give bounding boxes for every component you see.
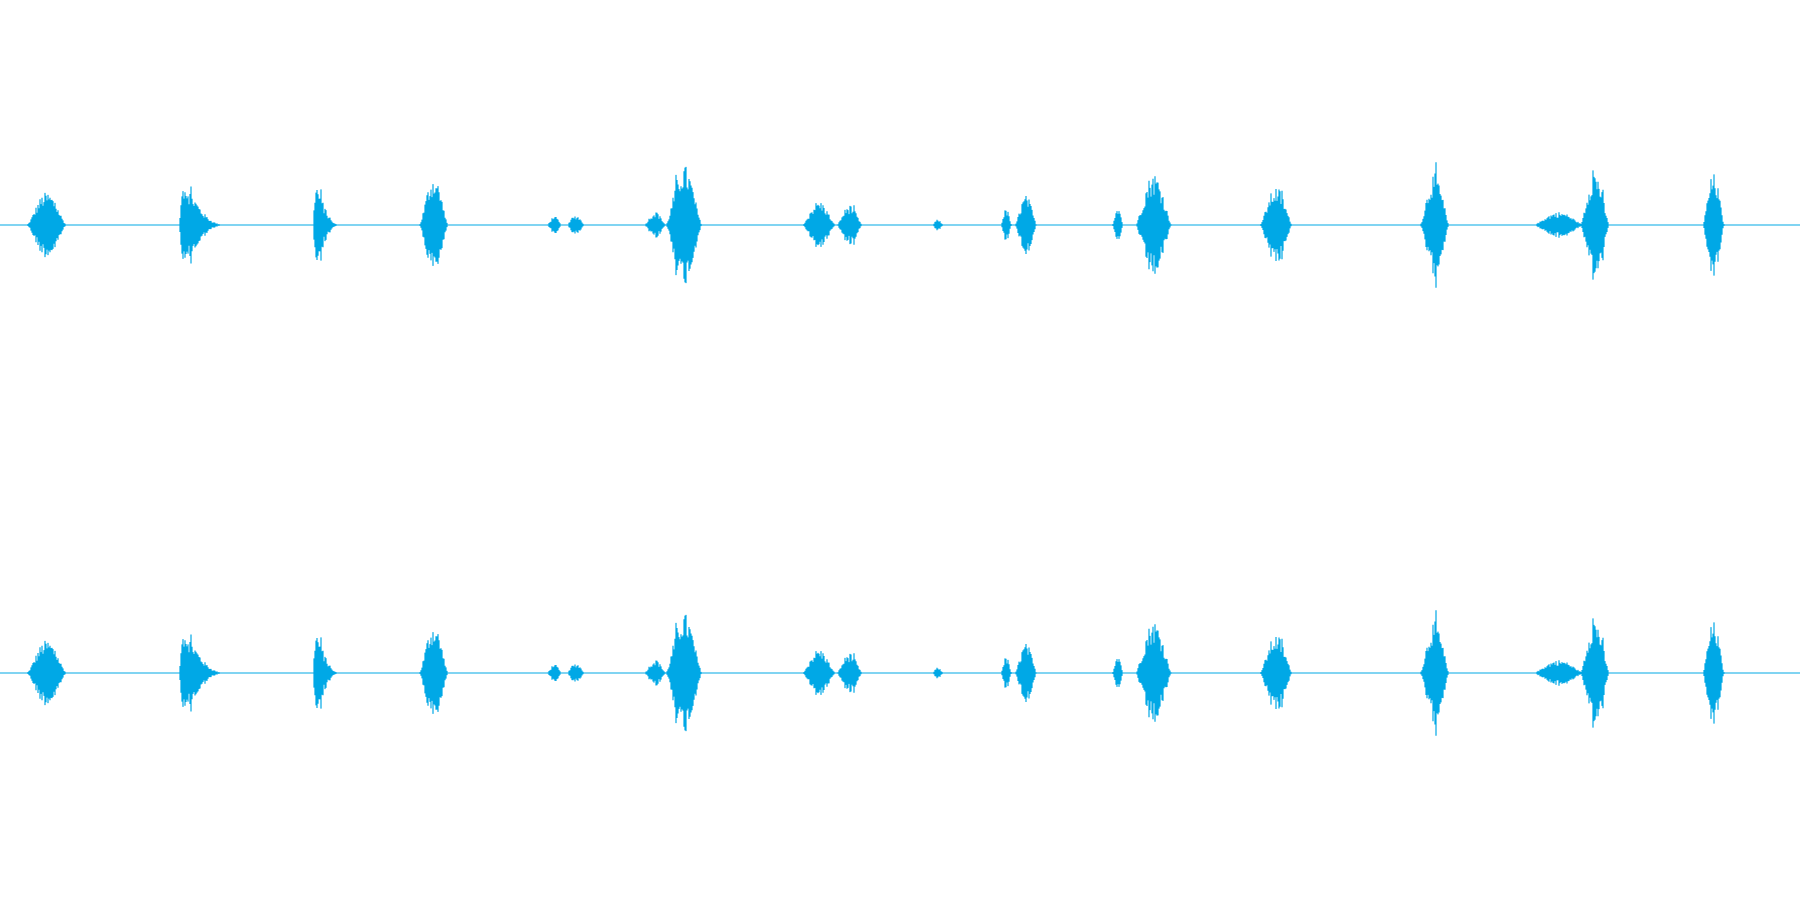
waveform-burst-path	[27, 192, 66, 258]
waveform-channel-right	[0, 610, 1800, 736]
waveform-burst	[1001, 210, 1012, 240]
waveform-burst-path	[1112, 211, 1123, 239]
waveform-burst-path	[1420, 162, 1449, 288]
waveform-burst-path	[1703, 622, 1725, 724]
waveform-burst-path	[419, 632, 448, 714]
waveform-burst	[1703, 174, 1725, 276]
waveform-burst	[1260, 637, 1292, 709]
waveform-burst	[1112, 211, 1123, 239]
waveform-burst-path	[666, 614, 702, 732]
waveform-burst	[803, 203, 835, 247]
waveform-burst	[666, 614, 702, 732]
waveform-burst-path	[179, 634, 222, 712]
waveform-burst-path	[313, 189, 337, 261]
waveform-burst-path	[666, 166, 702, 284]
waveform-burst	[547, 665, 561, 681]
waveform-burst-path	[27, 640, 66, 706]
waveform-burst-path	[547, 217, 561, 233]
waveform-channel-left	[0, 162, 1800, 288]
waveform-burst-path	[1580, 170, 1609, 280]
waveform-burst-path	[547, 665, 561, 681]
waveform-burst	[179, 634, 222, 712]
waveform-burst	[1420, 610, 1449, 736]
waveform-burst-path	[1580, 618, 1609, 728]
waveform-burst-path	[1015, 644, 1037, 702]
waveform-burst-path	[1260, 189, 1292, 261]
waveform-burst	[933, 667, 943, 679]
waveform-burst	[313, 189, 337, 261]
waveform-burst	[179, 186, 222, 264]
waveform-burst	[1136, 176, 1172, 274]
waveform-burst	[645, 660, 666, 686]
waveform-burst-path	[1136, 176, 1172, 274]
waveform-burst	[1535, 212, 1583, 238]
waveform-burst-path	[1703, 174, 1725, 276]
waveform-burst-path	[803, 203, 835, 247]
waveform-burst	[567, 664, 585, 682]
waveform-burst-path	[419, 184, 448, 266]
waveform-burst-path	[1136, 624, 1172, 722]
waveform-burst	[803, 651, 835, 695]
waveform-burst-path	[1015, 196, 1037, 254]
waveform-burst	[1001, 658, 1012, 688]
waveform-burst-path	[933, 667, 943, 679]
waveform-burst-path	[1535, 660, 1583, 686]
waveform-burst	[1580, 170, 1609, 280]
waveform-burst	[645, 212, 666, 238]
waveform-burst	[1580, 618, 1609, 728]
waveform-burst-path	[1420, 610, 1449, 736]
waveform-burst-path	[1001, 210, 1012, 240]
waveform-burst	[547, 217, 561, 233]
waveform-burst	[567, 216, 585, 234]
waveform-burst	[1703, 622, 1725, 724]
waveform-burst	[1015, 644, 1037, 702]
waveform-burst-path	[933, 219, 943, 231]
waveform-burst-path	[837, 205, 862, 245]
waveform-burst	[1260, 189, 1292, 261]
waveform-burst	[837, 653, 862, 693]
waveform-burst	[1015, 196, 1037, 254]
waveform-burst-path	[1535, 212, 1583, 238]
waveform-burst	[1535, 660, 1583, 686]
waveform-burst-path	[567, 216, 585, 234]
waveform-burst-path	[567, 664, 585, 682]
waveform-burst	[1112, 659, 1123, 687]
waveform-burst	[1136, 624, 1172, 722]
waveform-burst	[933, 219, 943, 231]
waveform-burst	[419, 632, 448, 714]
waveform-burst	[1420, 162, 1449, 288]
waveform-burst	[666, 166, 702, 284]
waveform-burst-path	[837, 653, 862, 693]
waveform-burst-path	[1112, 659, 1123, 687]
waveform-burst-path	[313, 637, 337, 709]
waveform-burst	[27, 192, 66, 258]
waveform-burst-path	[645, 212, 666, 238]
waveform-burst-path	[1001, 658, 1012, 688]
waveform-burst-path	[1260, 637, 1292, 709]
waveform-burst-path	[803, 651, 835, 695]
waveform-burst	[419, 184, 448, 266]
waveform-burst-path	[179, 186, 222, 264]
waveform-burst-path	[645, 660, 666, 686]
waveform-burst	[313, 637, 337, 709]
waveform-burst	[837, 205, 862, 245]
waveform-burst	[27, 640, 66, 706]
